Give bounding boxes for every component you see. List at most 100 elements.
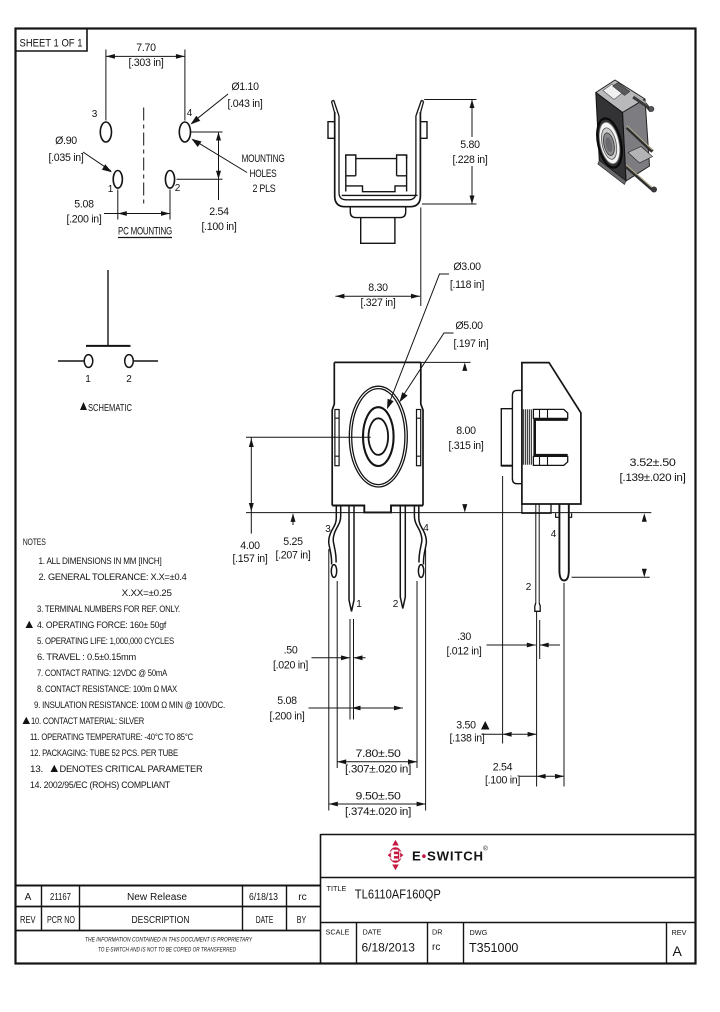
svg-text:A: A (673, 943, 683, 959)
svg-text:.50: .50 (284, 645, 298, 657)
svg-text:[.197 in]: [.197 in] (454, 338, 489, 350)
svg-text:[.100 in]: [.100 in] (485, 775, 520, 787)
svg-text:4.00: 4.00 (240, 540, 260, 552)
svg-text:REV: REV (672, 928, 687, 937)
svg-text:NOTES: NOTES (23, 537, 46, 547)
svg-text:4: 4 (551, 529, 557, 540)
svg-text:TO E-SWITCH AND IS NOT TO BE C: TO E-SWITCH AND IS NOT TO BE COPIED OR T… (98, 947, 236, 954)
svg-text:6/18/2013: 6/18/2013 (362, 941, 416, 955)
svg-text:rc: rc (432, 942, 440, 953)
svg-text:2 PLS: 2 PLS (253, 183, 276, 195)
svg-text:DESCRIPTION: DESCRIPTION (132, 915, 190, 926)
svg-text:7.80±.50: 7.80±.50 (356, 748, 401, 760)
svg-text:5.08: 5.08 (74, 199, 94, 211)
svg-text:7.70: 7.70 (136, 42, 156, 54)
svg-text:[.327 in]: [.327 in] (361, 297, 396, 309)
svg-text:5.80: 5.80 (460, 139, 480, 151)
svg-text:®: ® (483, 845, 488, 853)
svg-text:[.307±.020 in]: [.307±.020 in] (345, 764, 411, 776)
svg-text:5. OPERATING LIFE: 1,000,000 C: 5. OPERATING LIFE: 1,000,000 CYCLES (37, 636, 174, 646)
svg-text:5.25: 5.25 (283, 536, 303, 548)
svg-text:2: 2 (393, 599, 399, 610)
svg-text:2: 2 (126, 374, 132, 385)
svg-text:9. INSULATION RESISTANCE: 100M: 9. INSULATION RESISTANCE: 100M Ω MIN @ 1… (34, 700, 225, 710)
svg-text:T351000: T351000 (469, 941, 518, 955)
svg-text:X.XX=±0.25: X.XX=±0.25 (122, 588, 172, 598)
svg-text:3.52±.50: 3.52±.50 (630, 457, 676, 469)
svg-text:[.020 in]: [.020 in] (273, 660, 308, 672)
svg-text:8.00: 8.00 (456, 425, 476, 437)
svg-text:[.012 in]: [.012 in] (447, 646, 482, 658)
svg-text:3: 3 (92, 109, 98, 120)
svg-text:8. CONTACT RESISTANCE: 100m Ω: 8. CONTACT RESISTANCE: 100m Ω MAX (37, 684, 177, 694)
svg-text:SCHEMATIC: SCHEMATIC (88, 403, 132, 414)
svg-text:2: 2 (526, 582, 532, 593)
svg-text:8.30: 8.30 (368, 282, 388, 294)
svg-text:3. TERMINAL NUMBERS FOR REF. O: 3. TERMINAL NUMBERS FOR REF. ONLY. (37, 604, 180, 614)
svg-text:13.: 13. (30, 764, 43, 774)
svg-text:PCR NO: PCR NO (47, 915, 75, 926)
svg-text:3: 3 (325, 524, 331, 535)
svg-text:New Release: New Release (127, 892, 187, 903)
svg-text:[.138 in]: [.138 in] (450, 733, 485, 745)
svg-text:7. CONTACT RATING: 12VDC @ 50m: 7. CONTACT RATING: 12VDC @ 50mA (37, 668, 168, 678)
svg-text:2. GENERAL TOLERANCE: X.X=±0.4: 2. GENERAL TOLERANCE: X.X=±0.4 (39, 572, 187, 582)
svg-text:3.50: 3.50 (456, 720, 476, 732)
svg-text:1. ALL DIMENSIONS IN MM [INCH]: 1. ALL DIMENSIONS IN MM [INCH] (39, 556, 162, 566)
svg-text:[.228 in]: [.228 in] (453, 154, 488, 166)
svg-text:9.50±.50: 9.50±.50 (356, 791, 401, 803)
svg-text:REV: REV (20, 915, 36, 926)
svg-text:[.139±.020 in]: [.139±.020 in] (620, 472, 686, 484)
svg-text:Ø1.10: Ø1.10 (231, 81, 259, 93)
svg-text:6/18/13: 6/18/13 (249, 892, 278, 903)
svg-text:[.157 in]: [.157 in] (233, 553, 268, 565)
svg-text:.30: .30 (457, 631, 471, 643)
svg-text:[.200 in]: [.200 in] (270, 711, 305, 723)
svg-text:[.043 in]: [.043 in] (228, 98, 263, 110)
svg-text:[.118 in]: [.118 in] (450, 279, 485, 291)
svg-text:Ø3.00: Ø3.00 (453, 261, 481, 273)
svg-text:[.315 in]: [.315 in] (449, 440, 484, 452)
svg-text:PC MOUNTING: PC MOUNTING (118, 226, 172, 238)
svg-text:2: 2 (175, 183, 181, 194)
svg-text:6. TRAVEL : 0.5±0.15mm: 6. TRAVEL : 0.5±0.15mm (37, 652, 136, 662)
svg-text:2.54: 2.54 (493, 762, 513, 774)
svg-text:DWG: DWG (470, 928, 488, 937)
svg-text:THE INFORMATION CONTAINED IN T: THE INFORMATION CONTAINED IN THIS DOCUME… (85, 937, 252, 944)
svg-text:1: 1 (356, 599, 362, 610)
svg-text:11. OPERATING TEMPERATURE: -40: 11. OPERATING TEMPERATURE: -40°C TO 85°C (30, 732, 193, 742)
svg-text:10. CONTACT MATERIAL: SILVER: 10. CONTACT MATERIAL: SILVER (31, 716, 144, 726)
svg-text:HOLES: HOLES (250, 168, 277, 180)
svg-text:[.374±.020 in]: [.374±.020 in] (345, 806, 411, 818)
svg-text:SCALE: SCALE (326, 928, 350, 937)
svg-text:MOUNTING: MOUNTING (242, 153, 285, 165)
svg-text:[.100 in]: [.100 in] (202, 221, 237, 233)
svg-text:1: 1 (108, 184, 114, 195)
svg-text:TITLE: TITLE (327, 884, 347, 893)
svg-text:A: A (25, 892, 32, 903)
svg-text:DENOTES CRITICAL PARAMETER: DENOTES CRITICAL PARAMETER (60, 764, 204, 774)
svg-text:[.200 in]: [.200 in] (67, 214, 102, 226)
svg-text:[.303 in]: [.303 in] (129, 57, 164, 69)
svg-text:5.08: 5.08 (277, 695, 297, 707)
svg-text:21167: 21167 (50, 892, 71, 903)
svg-text:1: 1 (85, 374, 91, 385)
svg-text:4: 4 (423, 523, 429, 534)
svg-text:E•SWITCH: E•SWITCH (412, 849, 484, 864)
svg-text:rc: rc (298, 892, 307, 903)
svg-text:SHEET 1 OF 1: SHEET 1 OF 1 (20, 38, 83, 50)
svg-text:4: 4 (187, 108, 193, 119)
svg-text:Ø.90: Ø.90 (55, 135, 77, 147)
svg-text:[.207 in]: [.207 in] (276, 550, 311, 562)
svg-text:2.54: 2.54 (209, 206, 229, 218)
svg-text:Ø5.00: Ø5.00 (455, 320, 483, 332)
svg-text:DATE: DATE (363, 928, 382, 937)
svg-text:DATE: DATE (256, 915, 274, 926)
svg-text:DR: DR (432, 928, 443, 937)
svg-text:12. PACKAGING: TUBE 52 PCS. PE: 12. PACKAGING: TUBE 52 PCS. PER TUBE (30, 748, 178, 758)
svg-text:[.035 in]: [.035 in] (49, 152, 84, 164)
svg-text:14. 2002/95/EC (ROHS) COMPLIAN: 14. 2002/95/EC (ROHS) COMPLIANT (30, 780, 171, 790)
svg-text:BY: BY (297, 915, 307, 926)
svg-text:4. OPERATING FORCE: 160± 50gf: 4. OPERATING FORCE: 160± 50gf (37, 620, 167, 630)
svg-text:TL6110AF160QP: TL6110AF160QP (355, 887, 441, 902)
